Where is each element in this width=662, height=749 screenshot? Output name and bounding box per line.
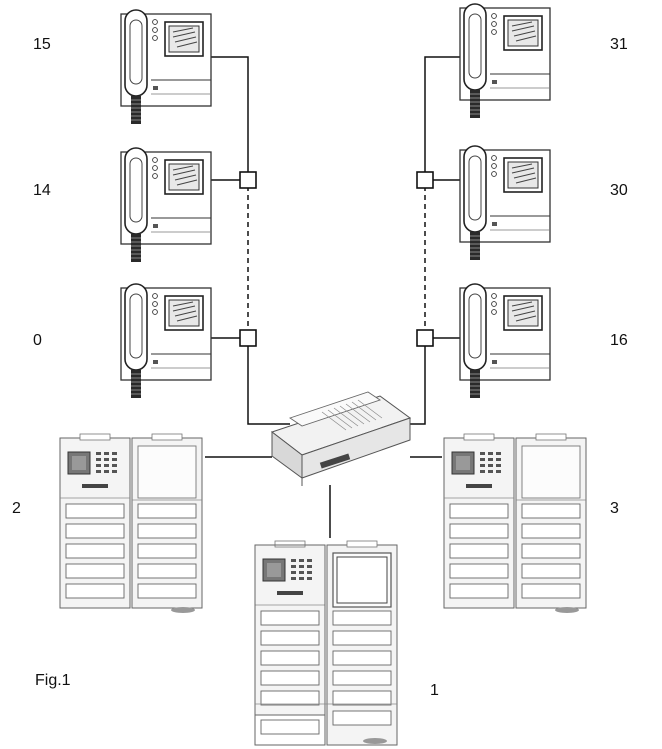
power-supply-controller [270, 391, 412, 486]
wiring [205, 56, 460, 538]
label-panel-2: 2 [12, 500, 21, 517]
label-monitor-31: 31 [610, 36, 628, 53]
entrance-panel-2 [59, 433, 203, 613]
label-monitor-14: 14 [33, 182, 51, 199]
label-monitor-30: 30 [610, 182, 628, 199]
wire-left-to-controller [247, 346, 290, 425]
label-panel-1: 1 [430, 682, 439, 699]
junction-box-right-16 [416, 329, 434, 347]
junction-box-left-14 [239, 171, 257, 189]
wire-right-monitor-31 [424, 56, 460, 172]
monitor-16 [459, 283, 551, 399]
label-monitor-16: 16 [610, 332, 628, 349]
monitor-0 [120, 283, 212, 399]
junction-box-right-30 [416, 171, 434, 189]
monitor-31 [459, 3, 551, 119]
figure-label: Fig.1 [35, 672, 71, 689]
entrance-panel-3 [443, 433, 587, 613]
monitor-30 [459, 145, 551, 261]
monitor-15 [120, 9, 212, 125]
label-monitor-0: 0 [33, 332, 42, 349]
label-panel-3: 3 [610, 500, 619, 517]
junction-box-left-0 [239, 329, 257, 347]
entrance-panel-1 [254, 540, 398, 746]
label-monitor-15: 15 [33, 36, 51, 53]
monitor-14 [120, 147, 212, 263]
wire-left-monitor-15 [211, 56, 249, 178]
